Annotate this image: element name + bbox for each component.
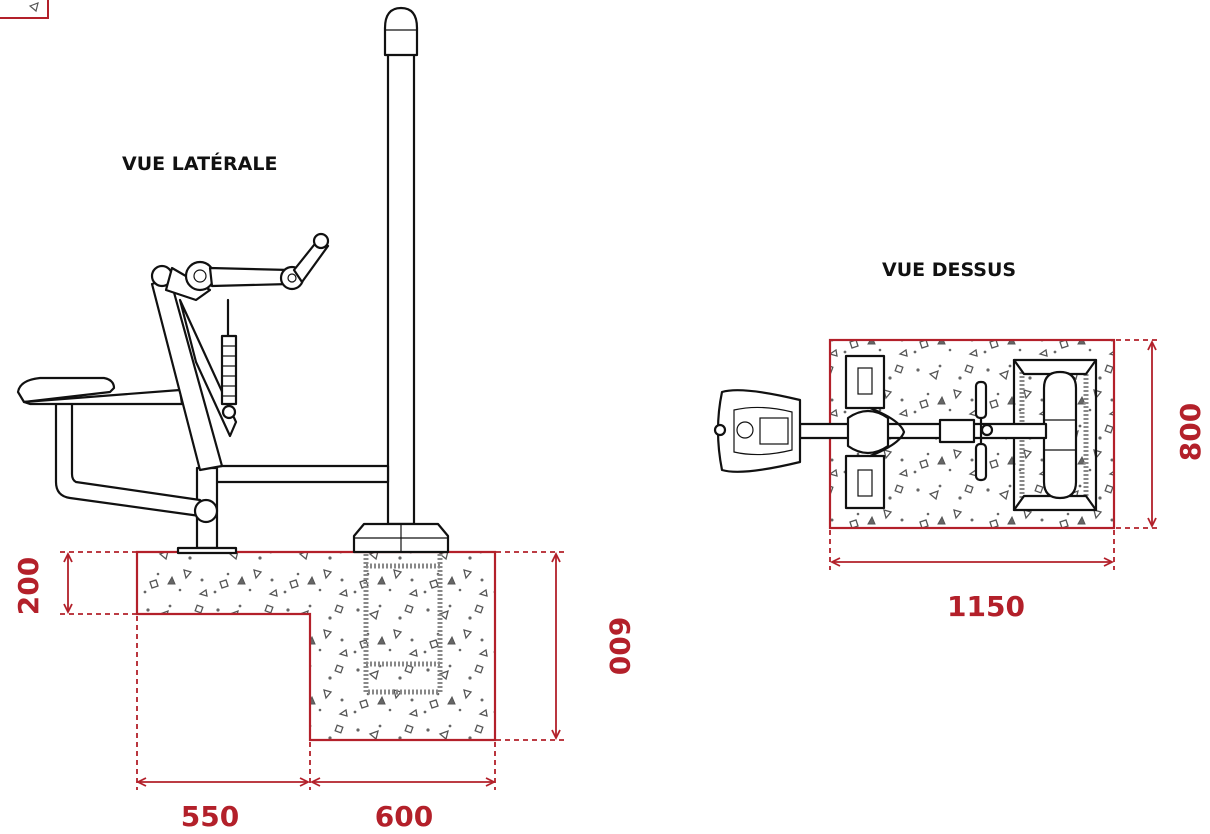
dimension-slab-height: 200 — [12, 557, 45, 615]
side-view-title: VUE LATÉRALE — [122, 152, 277, 175]
anchor-frame — [363, 542, 443, 695]
post-cap-top — [1042, 370, 1078, 500]
top-dimensions — [829, 339, 1160, 570]
seat-icon — [16, 376, 116, 404]
side-foundation — [135, 542, 497, 742]
side-equipment — [16, 6, 450, 555]
gas-spring-icon — [220, 298, 238, 420]
top-equipment — [713, 354, 1098, 512]
post-cap-icon — [383, 6, 419, 57]
dimension-top-width: 1150 — [947, 590, 1025, 623]
dimension-block-width: 600 — [375, 800, 433, 833]
dimension-top-depth: 800 — [1174, 403, 1207, 461]
seat-top-icon — [713, 389, 802, 473]
handle-icon — [312, 232, 330, 250]
side-dimensions — [60, 551, 566, 790]
dimension-slab-width: 550 — [181, 800, 239, 833]
tall-post — [386, 48, 416, 526]
handle-top-icon — [974, 380, 988, 420]
corner-stamp — [0, 0, 49, 19]
top-view-title: VUE DESSUS — [882, 259, 1016, 281]
dimension-block-height: 600 — [603, 617, 636, 675]
handle-bottom-icon — [974, 442, 988, 482]
